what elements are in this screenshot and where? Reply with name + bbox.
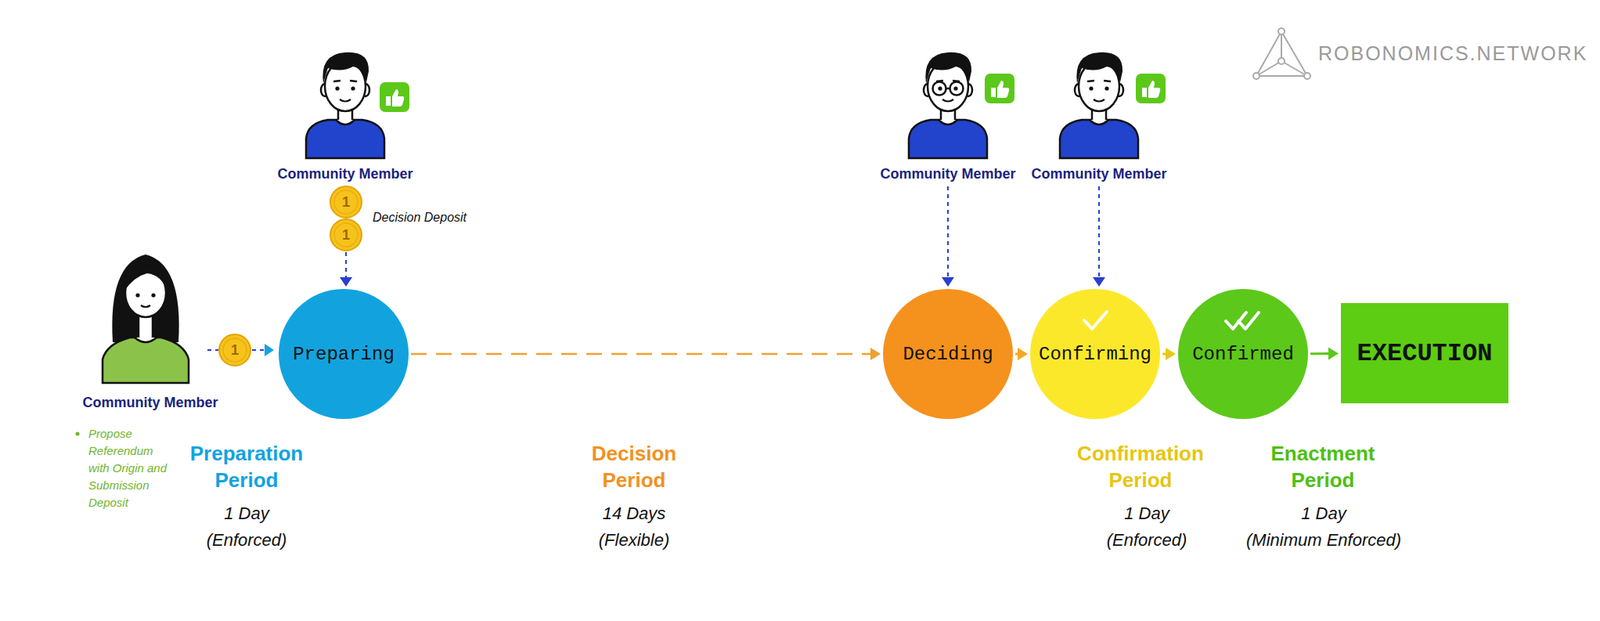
arrow-head — [1165, 347, 1176, 361]
stage-name: Confirming — [1038, 343, 1152, 365]
check-mark — [1238, 312, 1259, 329]
stage-name: EXECUTION — [1357, 338, 1493, 368]
period-duration: 1 Day — [1300, 500, 1346, 527]
stage-circle: Confirming — [1030, 288, 1161, 419]
period-duration: 1 Day — [223, 500, 269, 527]
vote-icon — [1135, 73, 1166, 104]
man-figure — [1059, 52, 1139, 159]
period-duration: 1 Day — [1124, 500, 1169, 527]
stage-circle: Confirmed — [1178, 288, 1309, 419]
period-title: Decision Period — [563, 439, 705, 494]
stage-circle: Preparing — [278, 288, 409, 419]
glasses — [933, 82, 964, 96]
member-label: Community Member — [879, 165, 1016, 183]
member-label: Community Member — [1030, 165, 1167, 183]
watermark: ROBONOMICS.NETWORK — [1318, 40, 1588, 66]
stage-name: Confirmed — [1192, 343, 1294, 365]
connector-line — [1310, 352, 1330, 355]
member-label: Community Member — [277, 165, 413, 183]
member-label: Community Member — [82, 393, 218, 411]
arrow-head — [1328, 347, 1339, 361]
deposit-label: Decision Deposit — [372, 209, 467, 226]
flow-connector — [1310, 347, 1339, 361]
period-title: Confirmation Period — [1070, 439, 1211, 494]
stage-circle: Deciding — [882, 288, 1013, 419]
stage-name: Preparing — [292, 343, 395, 365]
period-title: Enactment Period — [1252, 439, 1394, 494]
bullet — [75, 432, 80, 437]
period-rule: (Enforced) — [206, 526, 288, 554]
logo-mark — [1253, 28, 1311, 80]
period-rule: (Flexible) — [598, 526, 670, 554]
period-rule: (Enforced) — [1106, 526, 1188, 554]
woman-figure — [102, 254, 189, 383]
flow-connector — [1015, 347, 1028, 361]
period-duration: 14 Days — [602, 500, 667, 527]
man-figure — [908, 52, 988, 159]
vote-icon — [984, 73, 1015, 104]
man-figure — [306, 52, 385, 159]
stage-name: Deciding — [902, 343, 993, 365]
flow-connector — [410, 347, 881, 361]
coin-number: 1 — [342, 226, 350, 244]
connector-line — [410, 353, 872, 356]
check-mark — [1084, 311, 1107, 329]
note-text: Propose Referendum with Origin and Submi… — [88, 425, 177, 512]
vote-icon — [379, 82, 410, 112]
coin-number: 1 — [342, 193, 350, 211]
flow-connector — [1162, 347, 1176, 361]
period-rule: (Minimum Enforced) — [1246, 526, 1402, 554]
arrow-head — [870, 347, 881, 361]
coin-number: 1 — [230, 341, 239, 359]
arrow-head — [1017, 347, 1028, 361]
period-title: Preparation Period — [176, 439, 318, 494]
execution-box: EXECUTION — [1340, 302, 1509, 404]
